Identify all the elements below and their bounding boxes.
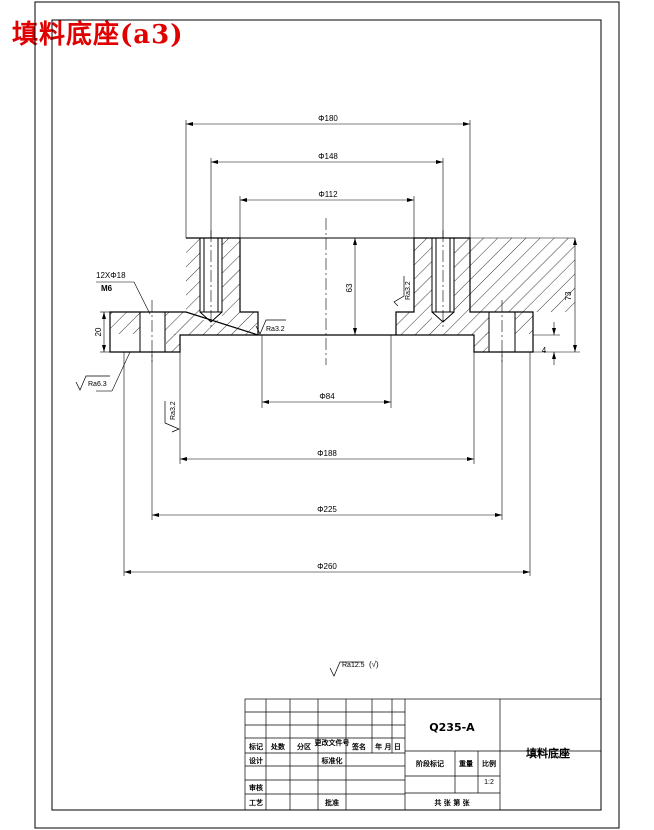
label-scale: 比例 bbox=[482, 759, 496, 768]
dim-h63: 63 bbox=[345, 283, 354, 292]
holes-note: 12XΦ18 bbox=[96, 271, 126, 280]
arrowheads bbox=[102, 122, 577, 574]
label-sign: 签名 bbox=[351, 742, 366, 751]
roughness-r32c: Ra3.2 bbox=[405, 281, 412, 300]
label-date: 年 月 日 bbox=[375, 742, 401, 751]
dim-d180: Φ180 bbox=[318, 114, 338, 123]
roughness-symbols bbox=[75, 276, 405, 677]
dim-h73: 73 bbox=[564, 291, 573, 300]
scale-value: 1:2 bbox=[484, 779, 494, 786]
drawing-title: 填料底座(a3) bbox=[12, 20, 184, 50]
part-name: 填料底座 bbox=[526, 746, 570, 760]
label-sheets: 共 张 第 张 bbox=[434, 798, 470, 807]
label-stage-mark: 阶段标记 bbox=[416, 759, 444, 768]
inner-border bbox=[51, 19, 602, 811]
dim-h20: 20 bbox=[94, 327, 103, 336]
label-approve: 批准 bbox=[325, 798, 339, 807]
material: Q235-A bbox=[429, 721, 475, 734]
roughness-texts: Ra3.2 Ra6.3 Ra3.2 Ra3.2 Ra12.5 (√) bbox=[88, 281, 412, 669]
roughness-general-suffix: (√) bbox=[369, 660, 379, 669]
title-block bbox=[244, 698, 602, 811]
section-view bbox=[109, 218, 575, 365]
roughness-r32a: Ra3.2 bbox=[266, 326, 285, 333]
outer-border bbox=[34, 1, 620, 829]
title-block-texts: Q235-A 填料底座 1:2 标记 处数 分区 更改文件号 签名 年 月 日 … bbox=[248, 721, 570, 807]
dim-d225: Φ225 bbox=[317, 505, 337, 514]
label-zone: 分区 bbox=[297, 742, 311, 751]
dim-d260: Φ260 bbox=[317, 562, 337, 571]
dim-d84: Φ84 bbox=[319, 392, 335, 401]
roughness-r32b: Ra3.2 bbox=[170, 401, 177, 420]
label-design: 设计 bbox=[249, 756, 263, 765]
label-docno: 更改文件号 bbox=[315, 738, 350, 747]
dimension-texts: Φ180 Φ148 Φ112 Φ84 Φ188 Φ225 Φ260 63 73 … bbox=[94, 114, 573, 571]
center-lines bbox=[151, 218, 503, 365]
roughness-r63: Ra6.3 bbox=[88, 381, 107, 388]
through-holes bbox=[139, 312, 516, 352]
thread-note: M6 bbox=[101, 284, 113, 293]
label-review: 审核 bbox=[249, 783, 263, 792]
label-weight: 重量 bbox=[459, 759, 473, 768]
dim-d112: Φ112 bbox=[318, 190, 338, 199]
label-mark: 标记 bbox=[248, 742, 263, 751]
dim-h4: 4 bbox=[542, 346, 547, 355]
label-standardize: 标准化 bbox=[321, 756, 343, 765]
label-process: 工艺 bbox=[249, 798, 263, 807]
dim-d148: Φ148 bbox=[318, 152, 338, 161]
roughness-general: Ra12.5 bbox=[342, 662, 365, 669]
label-count: 处数 bbox=[270, 742, 286, 751]
dim-d188: Φ188 bbox=[317, 449, 337, 458]
dimension-lines bbox=[96, 120, 580, 576]
